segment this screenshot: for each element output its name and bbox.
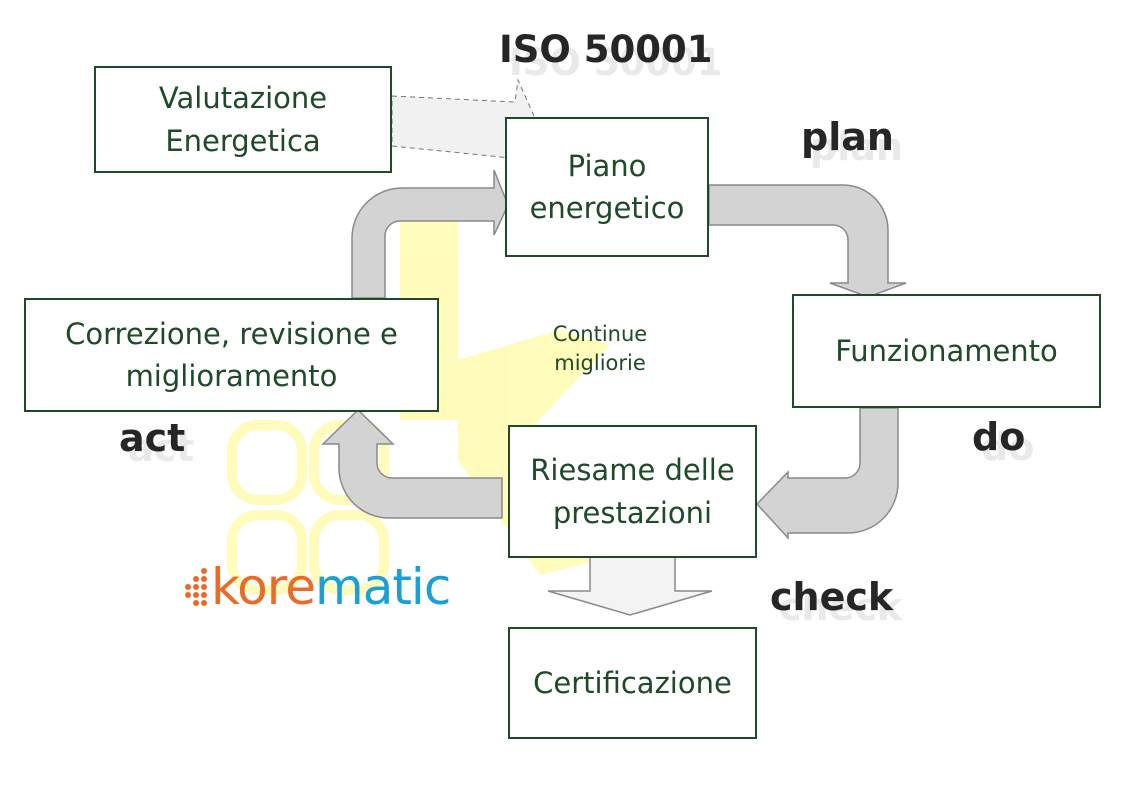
box-valutazione-energetica: Valutazione Energetica	[94, 66, 392, 173]
phase-act: act act	[119, 416, 195, 470]
box-riesame-prestazioni: Riesame delle prestazioni	[508, 425, 757, 558]
phase-check: check check	[770, 575, 903, 629]
diagram-title: ISO 50001 ISO 50001	[499, 28, 723, 84]
dot-grid-icon	[185, 568, 207, 606]
phase-plan: plan plan	[801, 115, 903, 169]
box-piano-energetico: Piano energetico	[505, 117, 709, 257]
arrow-to-piano	[351, 169, 509, 299]
box-funzionamento: Funzionamento	[792, 294, 1101, 408]
arrow-act	[321, 408, 503, 519]
box-correzione-revisione: Correzione, revisione e miglioramento	[24, 298, 439, 412]
box-certificazione: Certificazione	[508, 627, 757, 739]
arrow-plan	[708, 184, 907, 298]
phase-do: do do	[972, 415, 1035, 469]
continuous-improvement-note: Continue migliorie	[552, 322, 648, 376]
logo-text-kore: kore	[211, 558, 316, 616]
logo-text-matic: matic	[314, 558, 451, 616]
arrow-do	[755, 407, 899, 540]
